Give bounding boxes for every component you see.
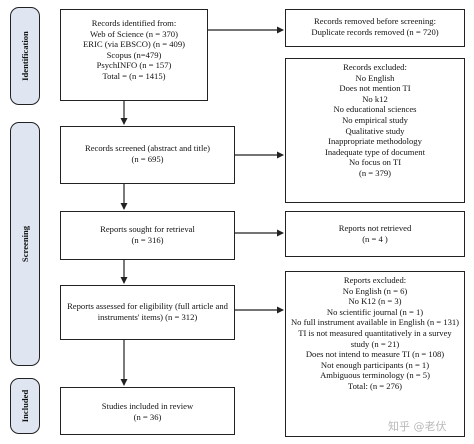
records-excluded-line: (n = 379) — [358, 167, 392, 178]
studies-included-line: Studies included in review — [101, 401, 194, 411]
records-excluded-line: Does not mention TI — [339, 83, 411, 94]
records-screened-line: Records screened (abstract and title) — [84, 143, 211, 153]
records-removed-line: Records removed before screening: — [314, 16, 436, 26]
records-screened-line: (n = 695) — [131, 153, 164, 164]
records-identified-line: ERIC (via EBSCO) (n = 409) — [83, 39, 185, 50]
reports-sought-line: Reports sought for retrieval — [100, 224, 195, 234]
reports-not-retrieved-box: Reports not retrieved (n = 4 ) — [285, 211, 465, 257]
watermark: 知乎 @老伏 — [388, 420, 447, 433]
records-identified-line: Records identified from: — [91, 18, 177, 28]
stage-screening: Screening — [10, 122, 40, 366]
stage-identification: Identification — [10, 7, 40, 105]
records-excluded-line: Inappropriate methodology — [328, 136, 422, 147]
records-identified-line: Web of Science (n = 370) — [90, 28, 178, 39]
reports-sought-line: (n = 316) — [131, 234, 164, 245]
reports-excluded-line: No full instrument available in English … — [290, 317, 460, 328]
reports-excluded-box: Reports excluded: No English (n = 6) No … — [285, 271, 465, 437]
records-excluded-line: Records excluded: — [343, 62, 407, 72]
records-excluded-line: Inadequate type of document — [325, 146, 425, 157]
reports-sought-box: Reports sought for retrieval (n = 316) — [60, 211, 235, 260]
reports-excluded-line: Does not intend to measure TI (n = 108) — [305, 349, 445, 360]
reports-excluded-line: No scientific journal (n = 1) — [326, 306, 424, 317]
records-identified-box: Records identified from: Web of Science … — [60, 9, 208, 101]
reports-assessed-box: Reports assessed for eligibility (full a… — [60, 285, 235, 340]
records-removed-line: Duplicate records removed (n = 720) — [311, 26, 439, 37]
reports-not-retrieved-line: (n = 4 ) — [362, 233, 388, 244]
records-excluded-line: No k12 — [362, 93, 388, 104]
records-excluded-line: No educational sciences — [333, 104, 417, 115]
reports-excluded-line: Reports excluded: — [343, 275, 407, 285]
records-excluded-line: No English — [355, 72, 395, 83]
records-identified-line: Scopus (n=479) — [106, 49, 162, 60]
records-removed-box: Records removed before screening: Duplic… — [285, 9, 465, 47]
records-excluded-line: Qualitative study — [345, 125, 405, 136]
records-excluded-line: No empirical study — [342, 114, 408, 125]
reports-excluded-line: Not enough participants (n = 1) — [320, 359, 430, 370]
records-excluded-box: Records excluded: No English Does not me… — [285, 58, 465, 203]
reports-excluded-line: No K12 (n = 3) — [348, 296, 402, 307]
reports-excluded-line: No English (n = 6) — [342, 285, 408, 296]
reports-excluded-line: Total: (n = 276) — [347, 380, 403, 391]
reports-assessed-line: Reports assessed for eligibility (full a… — [67, 301, 228, 322]
reports-excluded-line: Ambiguous terminology (n = 5) — [320, 370, 430, 381]
records-excluded-line: No focus on TI — [348, 157, 402, 168]
reports-not-retrieved-line: Reports not retrieved — [338, 223, 412, 233]
stage-included: Included — [10, 378, 40, 434]
studies-included-box: Studies included in review (n = 36) — [60, 387, 235, 435]
records-identified-line: PsychINFO (n = 157) — [96, 60, 172, 71]
records-screened-box: Records screened (abstract and title) (n… — [60, 126, 235, 184]
records-identified-line: Total = (n = 1415) — [102, 70, 166, 81]
studies-included-line: (n = 36) — [133, 411, 162, 422]
reports-excluded-line: TI is not measured quantitatively in a s… — [298, 327, 452, 349]
